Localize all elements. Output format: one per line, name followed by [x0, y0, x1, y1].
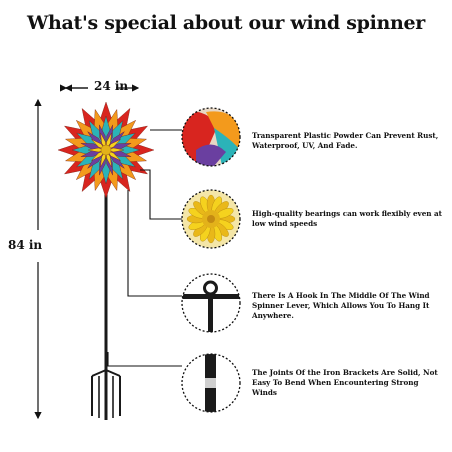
bearing-center-closeup — [181, 189, 241, 249]
spinner-flower-head — [57, 101, 155, 199]
iron-joint-closeup — [181, 353, 241, 413]
callout-connectors — [107, 129, 182, 367]
page-title: What's special about our wind spinner — [26, 12, 426, 34]
hook-closeup — [181, 273, 241, 333]
paint-finish-closeup — [181, 107, 241, 167]
feature-text-bearing: High-quality bearings can work flexibly … — [252, 209, 442, 228]
width-label: 24 in — [94, 79, 129, 93]
feature-text-joint: The Joints Of the Iron Brackets Are Soli… — [252, 368, 438, 397]
height-label: 84 in — [8, 238, 43, 252]
feature-text-hook: There Is A Hook In The Middle Of The Win… — [252, 291, 430, 320]
feature-text-paint: Transparent Plastic Powder Can Prevent R… — [252, 131, 439, 150]
